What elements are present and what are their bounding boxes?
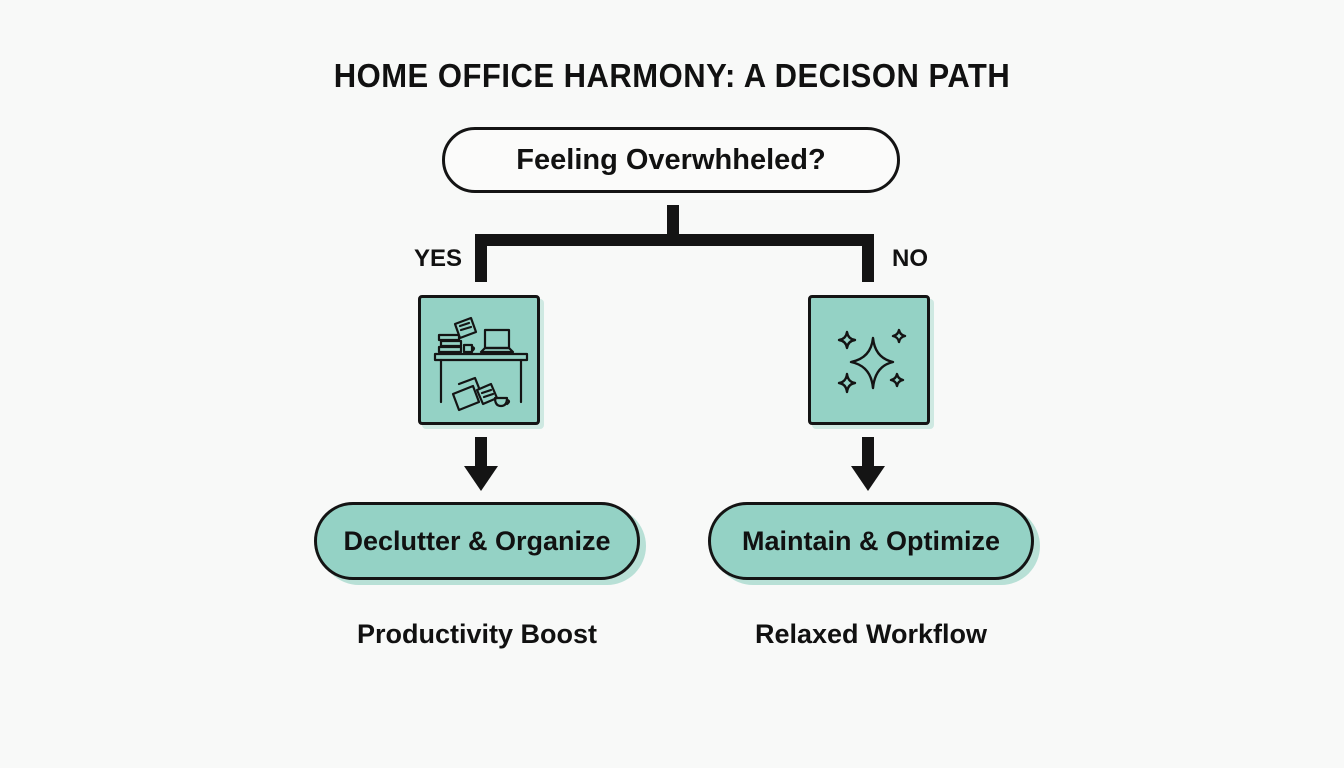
no-label: NO — [892, 245, 928, 272]
sparkles-icon — [837, 328, 907, 394]
maintain-optimize-label: Maintain & Optimize — [741, 525, 1001, 556]
declutter-organize-label: Declutter & Organize — [343, 525, 611, 556]
question-text: Feeling Overwhheled? — [516, 143, 826, 176]
yes-label: YES — [414, 245, 463, 272]
maintain-optimize-node: Maintain & Optimize — [708, 502, 1034, 580]
split-bar — [475, 234, 874, 282]
relaxed-workflow-outcome: Relaxed Workflow — [754, 619, 988, 649]
no-arrow-head — [851, 466, 885, 491]
productivity-boost-outcome: Productivity Boost — [356, 619, 598, 649]
cluttered-desk-icon — [433, 316, 529, 412]
declutter-organize-node: Declutter & Organize — [314, 502, 640, 580]
no-icon-box — [808, 295, 930, 425]
question-node: Feeling Overwhheled? — [442, 127, 900, 193]
diagram-title: HOME OFFICE HARMONY: A DECISON PATH — [333, 56, 1011, 95]
yes-icon-box — [418, 295, 540, 425]
yes-arrow-head — [464, 466, 498, 491]
